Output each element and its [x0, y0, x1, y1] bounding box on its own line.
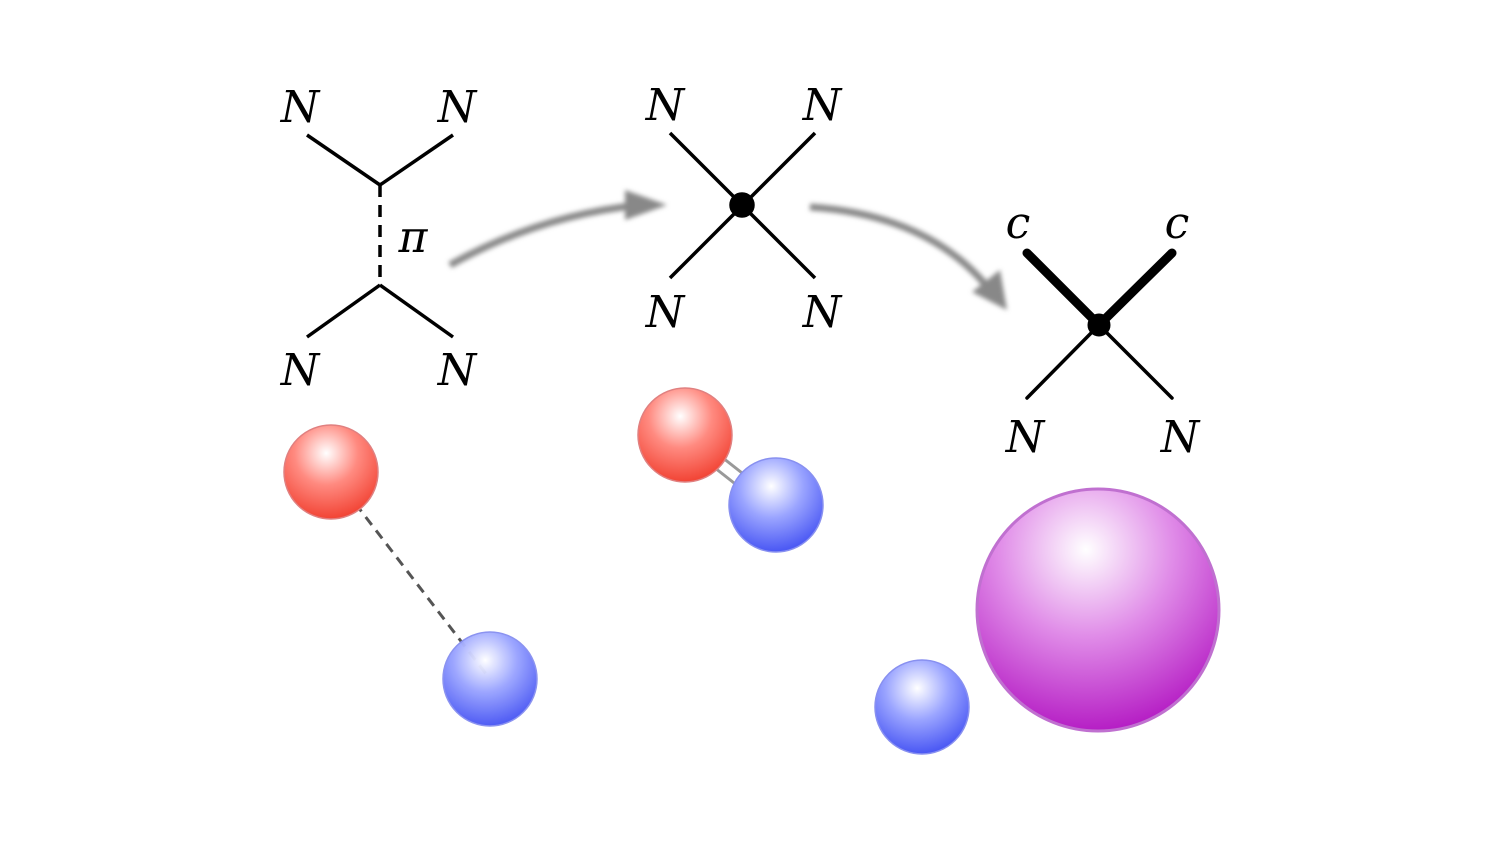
- neutron-sphere: [874, 659, 970, 755]
- vertex-dot: [729, 192, 755, 218]
- nucleon-line: [305, 283, 382, 339]
- nucleon-line: [378, 283, 455, 339]
- proton-sphere: [637, 387, 733, 483]
- nucleon-label: N: [280, 345, 321, 396]
- arrow-icon: [448, 190, 667, 269]
- contact-interaction-diagram: [668, 131, 817, 280]
- neutron-sphere: [442, 631, 538, 727]
- nucleon-label: N: [280, 82, 321, 133]
- vertex-dot: [1087, 313, 1111, 337]
- nucleon-label: N: [437, 345, 478, 396]
- proton-sphere: [283, 424, 379, 520]
- dimer-sphere: [975, 487, 1221, 733]
- pion-label: π: [398, 212, 429, 263]
- nucleon-label: N: [802, 287, 843, 338]
- nucleon-line: [306, 133, 381, 187]
- arrow-icon: [809, 203, 1007, 310]
- dimer-label: c: [1165, 198, 1190, 249]
- dimer-diagram: [1022, 248, 1177, 400]
- nucleon-label: N: [437, 82, 478, 133]
- pion-exchange-link: [343, 489, 492, 680]
- nucleon-label: N: [645, 80, 686, 131]
- nucleon-label: N: [802, 80, 843, 131]
- dimer-label: c: [1006, 198, 1031, 249]
- neutron-sphere: [728, 457, 824, 553]
- nucleon-label: N: [645, 287, 686, 338]
- nucleon-line: [379, 133, 454, 187]
- nucleon-label: N: [1005, 412, 1046, 463]
- nucleon-label: N: [1160, 412, 1201, 463]
- pion-exchange-diagram: [305, 133, 455, 339]
